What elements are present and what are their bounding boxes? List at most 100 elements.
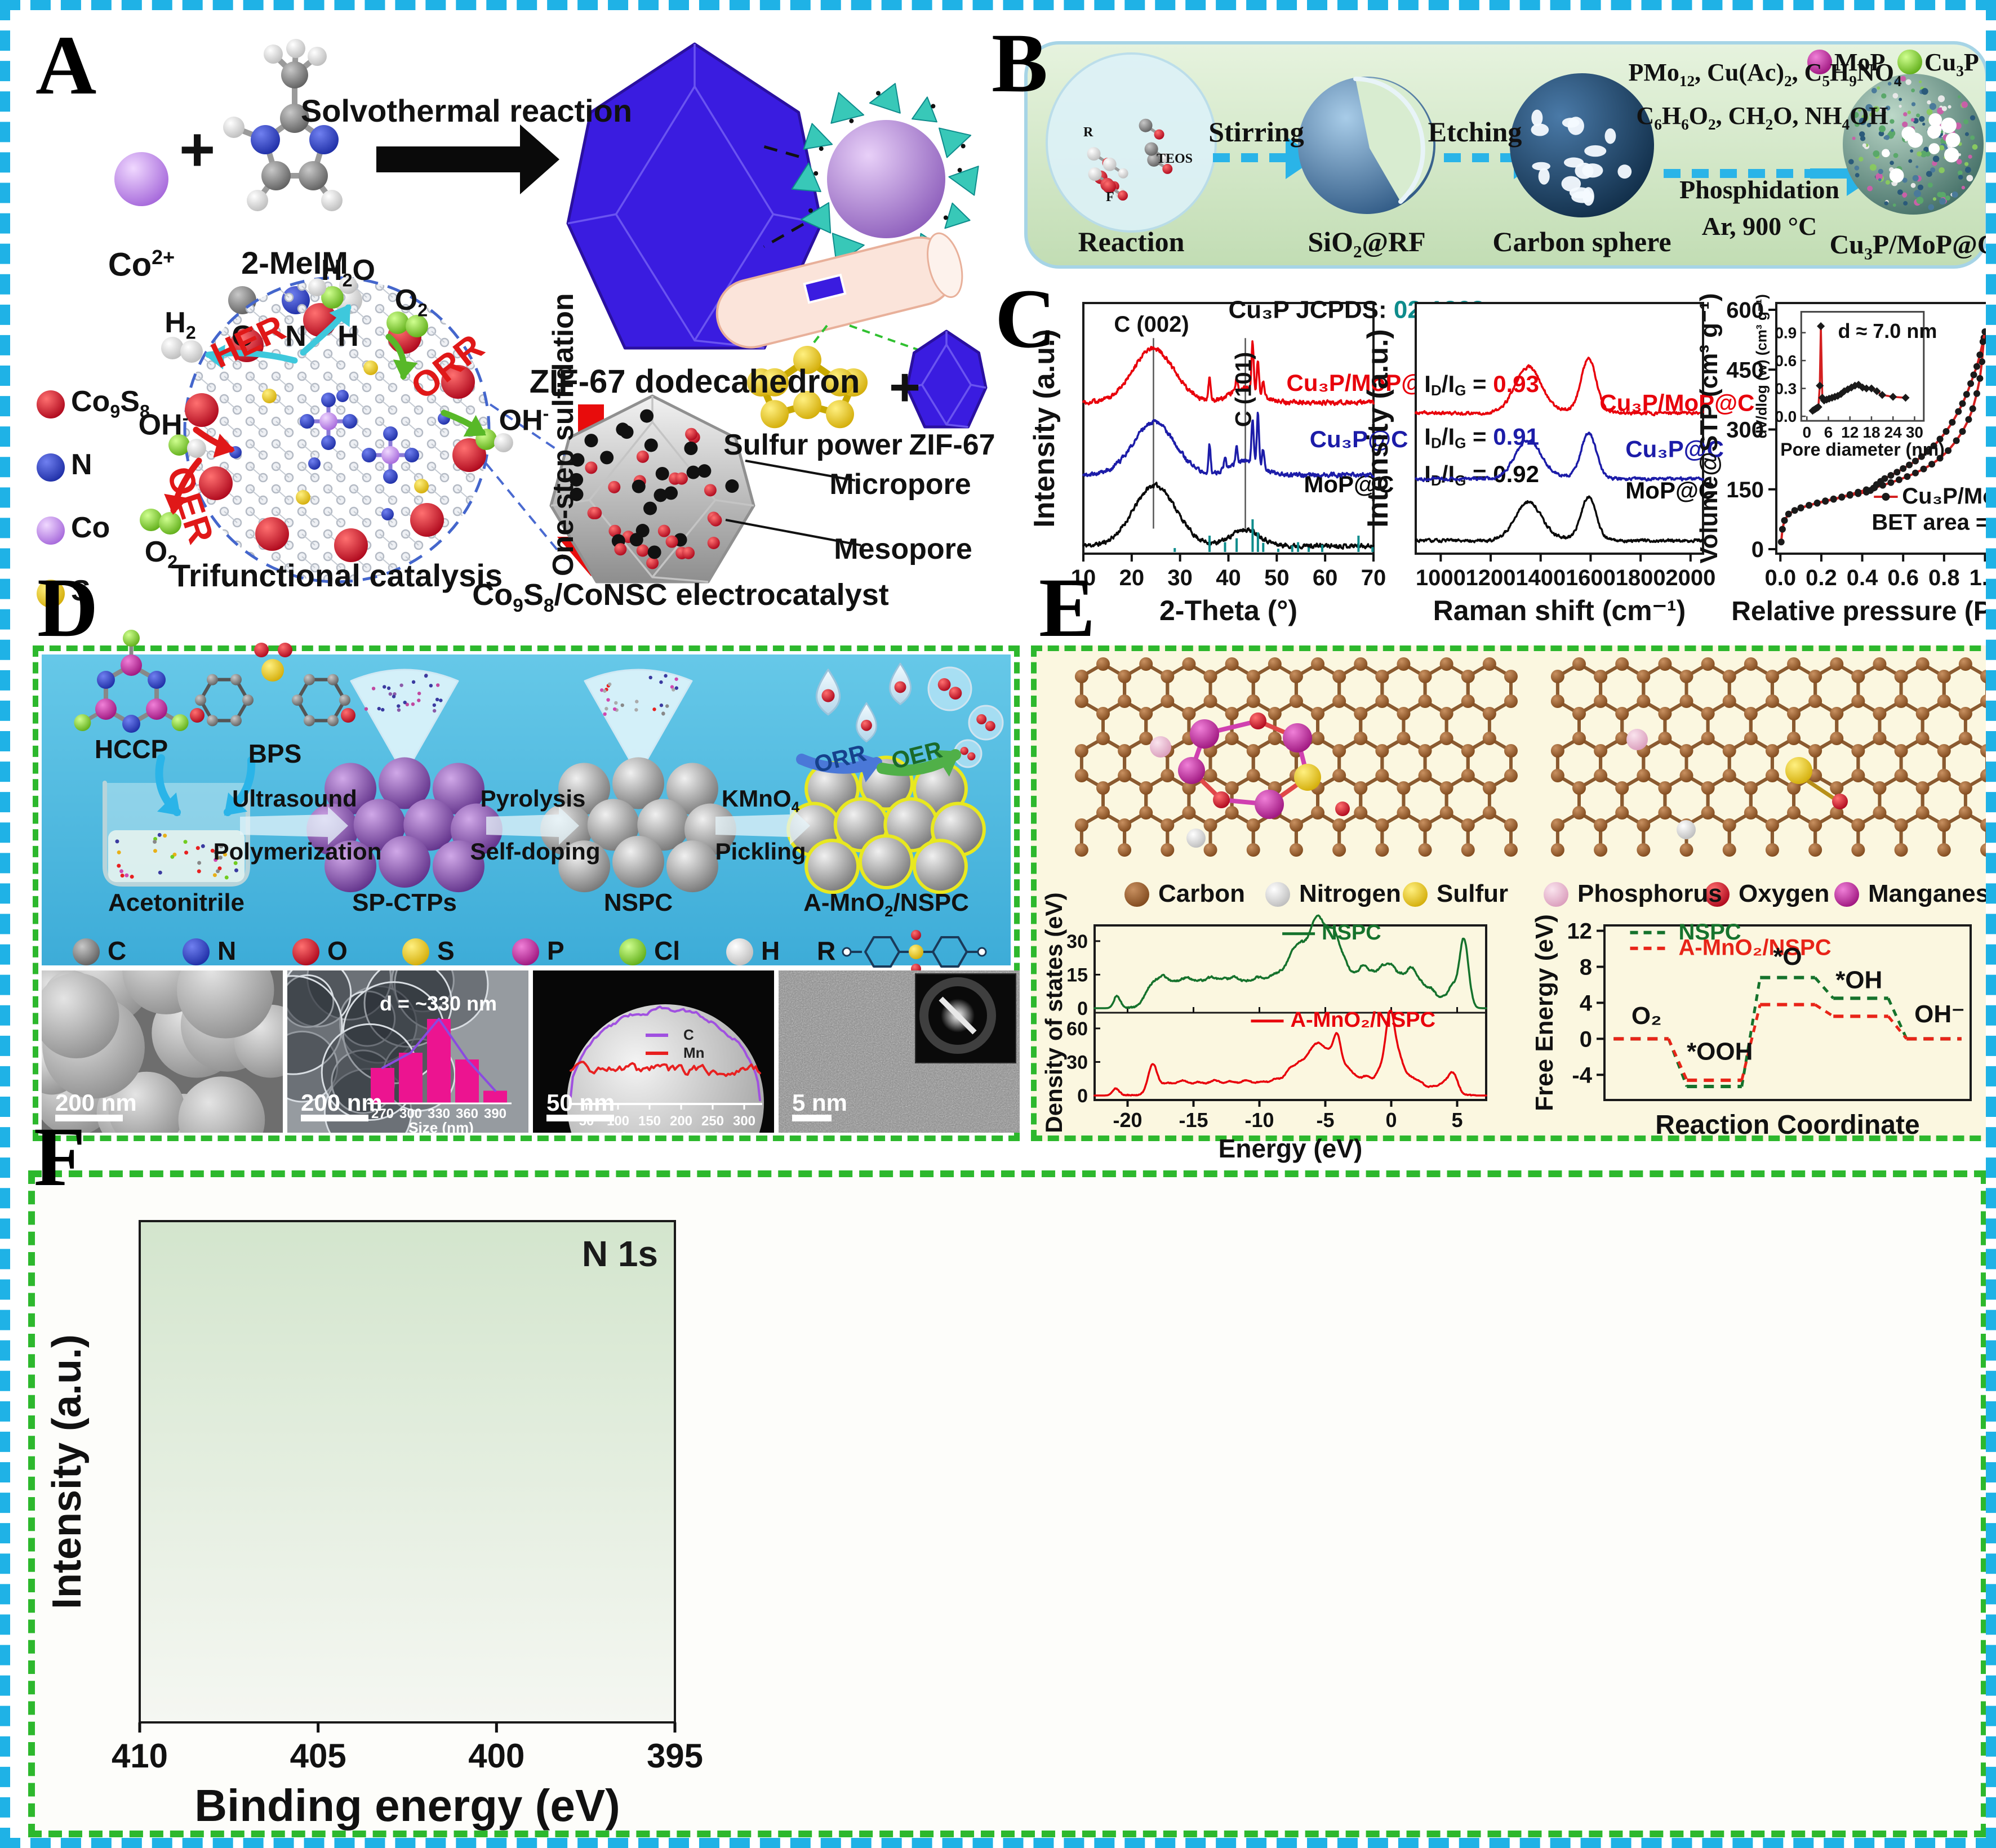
- co-ion-label: Co2+: [108, 246, 175, 283]
- svg-text:1.0: 1.0: [1970, 565, 1996, 590]
- svg-text:30: 30: [1066, 931, 1088, 952]
- svg-text:Intensity (a.u.): Intensity (a.u.): [1028, 329, 1061, 527]
- carbon-sphere-caption: Carbon sphere: [1492, 226, 1672, 257]
- svg-text:300: 300: [1726, 418, 1764, 443]
- reaction-caption: Reaction: [1078, 226, 1185, 257]
- svg-text:MoP@C: MoP@C: [1625, 477, 1715, 504]
- svg-text:-15: -15: [1179, 1108, 1208, 1132]
- svg-text:Mn: Mn: [683, 1044, 705, 1061]
- atom-c-label: C: [232, 320, 253, 353]
- micrograph-1: [42, 970, 283, 1133]
- svg-text:0.9: 0.9: [1775, 324, 1797, 342]
- svg-text:2-Theta (°): 2-Theta (°): [1159, 595, 1297, 626]
- e-atom-nitrogen: Nitrogen: [1299, 880, 1401, 907]
- h2-label: H2: [165, 306, 196, 343]
- svg-text:30: 30: [1167, 565, 1193, 590]
- svg-text:Pore diameter (nm): Pore diameter (nm): [1780, 439, 1945, 460]
- magnifier-cone: [584, 669, 693, 776]
- svg-text:0.3: 0.3: [1775, 380, 1797, 398]
- ultrasound-label: Ultrasound: [232, 785, 357, 812]
- e-atom-sulfur: Sulfur: [1437, 880, 1509, 907]
- svg-text:60: 60: [1066, 1018, 1088, 1040]
- panel-f-label: F: [34, 1110, 86, 1204]
- molecule-2meim: [223, 39, 343, 211]
- svg-text:ID/IG = 0.91: ID/IG = 0.91: [1424, 423, 1539, 451]
- svg-text:N 1s: N 1s: [582, 1234, 658, 1274]
- svg-text:450: 450: [1726, 358, 1764, 382]
- e-atom-manganese: Manganese: [1868, 880, 1996, 907]
- panel-e-label: E: [1039, 561, 1096, 654]
- legend-co9s8: Co9S8: [71, 385, 150, 422]
- svg-text:2000: 2000: [1665, 565, 1715, 590]
- svg-text:150: 150: [1726, 478, 1764, 502]
- svg-text:0: 0: [1385, 1108, 1397, 1132]
- svg-text:400: 400: [468, 1737, 524, 1775]
- sio2rf-caption: SiO2@RF: [1308, 226, 1426, 261]
- zif-caption: ZIF-67 dodecahedron: [529, 363, 860, 400]
- svg-text:Size (nm): Size (nm): [408, 1119, 474, 1136]
- svg-text:600: 600: [1726, 298, 1764, 323]
- svg-text:0.6: 0.6: [1887, 565, 1919, 590]
- svg-text:50: 50: [1264, 565, 1290, 590]
- polymerization-label: Polymerization: [213, 838, 382, 865]
- svg-text:0: 0: [1077, 998, 1088, 1019]
- svg-text:24: 24: [1884, 424, 1902, 441]
- pickling-label: Pickling: [715, 838, 806, 865]
- svg-text:-10: -10: [1244, 1108, 1274, 1132]
- stirring-label: Stirring: [1208, 116, 1304, 148]
- svg-text:C (002): C (002): [1114, 312, 1189, 337]
- svg-text:30: 30: [1066, 1052, 1088, 1073]
- sulfur-molecule: [747, 346, 868, 429]
- mesopore-label: Mesopore: [834, 533, 972, 565]
- teos-label: TEOS: [1157, 152, 1193, 166]
- svg-text:360: 360: [456, 1106, 478, 1121]
- svg-text:Cu₃P@C: Cu₃P@C: [1310, 426, 1408, 452]
- svg-text:330: 330: [428, 1106, 450, 1121]
- scalebar-4: 5 nm: [792, 1089, 848, 1116]
- svg-text:Binding energy (eV): Binding energy (eV): [194, 1780, 620, 1831]
- cu3pmop-caption: Cu3P/MoP@C: [1829, 230, 1996, 264]
- d-atom-s: S: [437, 936, 455, 965]
- scalebar-1: 200 nm: [55, 1089, 137, 1116]
- legend-co: Co: [71, 511, 110, 544]
- o2-top-label: O2: [394, 284, 428, 320]
- legend-cu3p: Cu3P: [1924, 48, 1979, 79]
- svg-text:150: 150: [638, 1114, 661, 1129]
- svg-text:250: 250: [701, 1114, 724, 1129]
- svg-text:1600: 1600: [1566, 565, 1616, 590]
- svg-text:15: 15: [1066, 964, 1088, 986]
- svg-text:5: 5: [1452, 1108, 1463, 1132]
- micrograph-4: [779, 970, 1020, 1133]
- svg-text:8: 8: [1580, 955, 1592, 980]
- legend-n: N: [71, 448, 92, 481]
- plus-sign-2: +: [889, 357, 921, 417]
- e-atom-phosphorus: Phosphorus: [1577, 880, 1722, 907]
- scalebar-3: 50 nm: [546, 1089, 615, 1116]
- svg-text:40: 40: [1216, 565, 1241, 590]
- h2o-label: H2O: [321, 254, 375, 291]
- spctps-label: SP-CTPs: [352, 889, 457, 916]
- svg-text:Density of states (eV): Density of states (eV): [1041, 892, 1067, 1133]
- dft-model-mn: [1074, 657, 1518, 857]
- svg-text:390: 390: [484, 1106, 506, 1121]
- d-atom-p: P: [547, 936, 564, 965]
- plus-sign-1: +: [179, 115, 216, 184]
- svg-text:60: 60: [1313, 565, 1338, 590]
- svg-text:*OOH: *OOH: [1687, 1038, 1753, 1066]
- atom-n-label: N: [285, 320, 306, 353]
- svg-text:0.8: 0.8: [1928, 565, 1960, 590]
- zif67-small-label: ZIF-67: [909, 429, 995, 461]
- svg-text:Cu₃P@C: Cu₃P@C: [1625, 436, 1724, 462]
- svg-text:Energy (eV): Energy (eV): [1219, 1134, 1363, 1163]
- panel-e-schematic: [1074, 657, 1986, 907]
- svg-text:A-MnO₂/NSPC: A-MnO₂/NSPC: [1291, 1008, 1436, 1032]
- svg-text:-20: -20: [1113, 1108, 1142, 1132]
- svg-text:1000: 1000: [1416, 565, 1466, 590]
- svg-text:0.6: 0.6: [1775, 352, 1797, 369]
- svg-text:A-MnO₂/NSPC: A-MnO₂/NSPC: [1679, 936, 1831, 960]
- svg-text:dV/dlog (w) (cm³ g⁻¹): dV/dlog (w) (cm³ g⁻¹): [1753, 294, 1770, 438]
